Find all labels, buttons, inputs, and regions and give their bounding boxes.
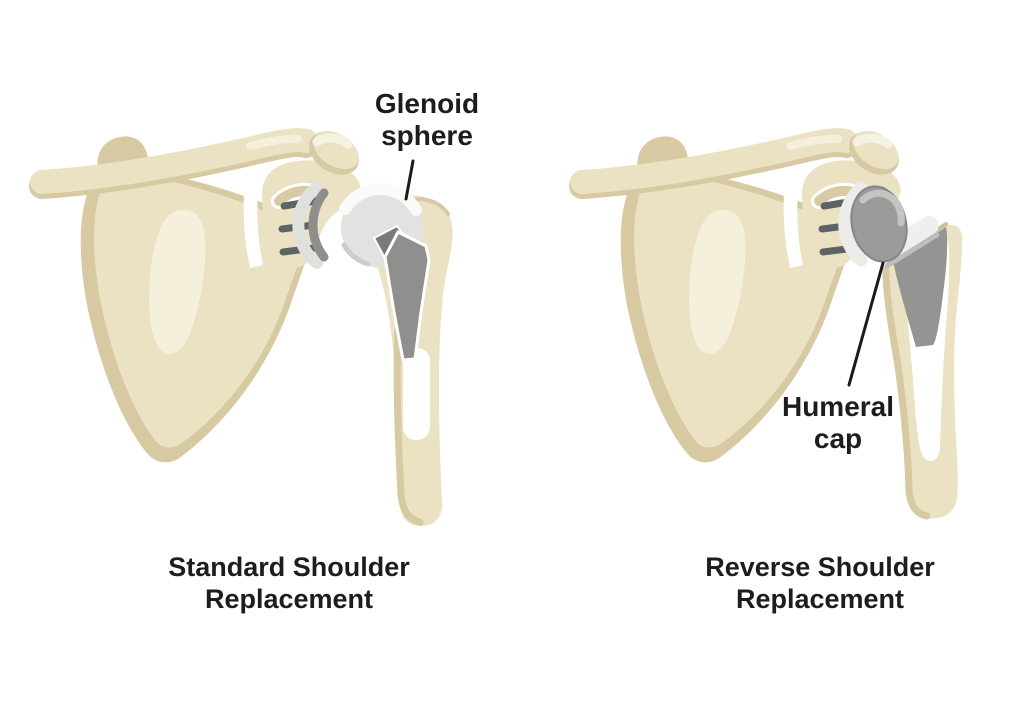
glenosphere-baseplate (838, 181, 868, 267)
humeral-stem (383, 230, 431, 362)
standard-prosthesis (339, 183, 431, 362)
standard-illustration (42, 122, 453, 527)
standard-caption-line1: Standard Shoulder (168, 552, 410, 582)
medullary-canal (403, 348, 430, 440)
glenoid-component-light (292, 181, 323, 269)
humerus-shade (393, 326, 424, 526)
sphere-shade (341, 242, 371, 267)
reverse-caption-line2: Replacement (735, 584, 905, 614)
glenosphere-highlight (859, 189, 905, 227)
humeral-stem (893, 227, 948, 347)
humerus-shade (882, 266, 931, 520)
reverse-illustration (582, 122, 963, 520)
humeral-cap-shade (884, 232, 940, 269)
reverse-caption-line1: Reverse Shoulder (705, 552, 935, 582)
glenoid-sphere-label: Glenoid sphere (327, 88, 527, 152)
glenoid-component-dark (308, 188, 329, 262)
glenoid-sphere-label-line2: sphere (381, 120, 473, 151)
reverse-prosthesis (838, 181, 940, 269)
standard-caption-line2: Replacement (204, 584, 374, 614)
glenoid-sphere-leader-line (404, 159, 415, 201)
humeral-cap-leader-line (847, 261, 885, 387)
glenoid-sphere-label-line1: Glenoid (374, 88, 480, 119)
sphere-highlight (339, 183, 422, 216)
humerus (882, 222, 963, 520)
humeral-cap-label-line1: Humeral (781, 391, 895, 422)
glenosphere (850, 185, 908, 263)
standard-caption: Standard Shoulder Replacement (139, 551, 439, 615)
reverse-caption: Reverse Shoulder Replacement (670, 551, 970, 615)
humeral-cap-label-line2: cap (813, 423, 863, 454)
humeral-cap-label: Humeral cap (738, 391, 938, 455)
